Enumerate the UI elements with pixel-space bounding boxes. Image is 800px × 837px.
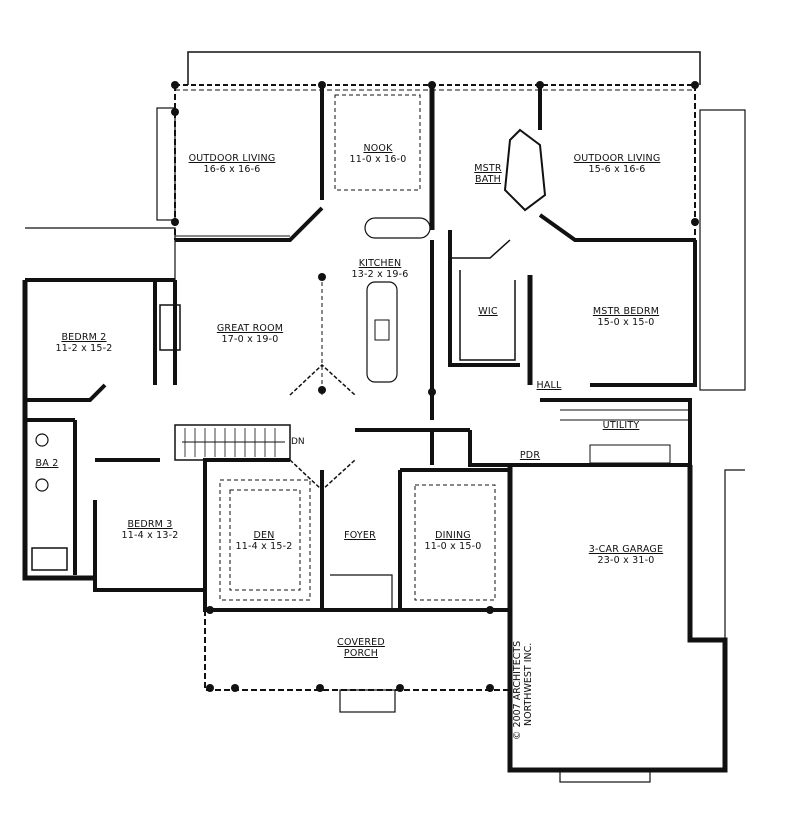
roof-outline [187,51,701,85]
stair-down-label: DN [291,437,305,447]
column-posts [171,81,699,692]
room-label-foyer: FOYER [344,530,376,541]
room-label-pdr: PDR [519,450,541,461]
copyright-line-2: NORTHWEST INC. [523,642,534,726]
room-label-utility: UTILITY [602,420,640,431]
copyright-line-1: © 2007 ARCHITECTS [512,640,523,740]
room-label-hall: HALL [536,380,562,391]
room-label-wic: WIC [478,306,498,317]
room-label-bath-2: BA 2 [35,458,59,469]
copyright-notice: © 2007 ARCHITECTS NORTHWEST INC. [512,641,534,740]
